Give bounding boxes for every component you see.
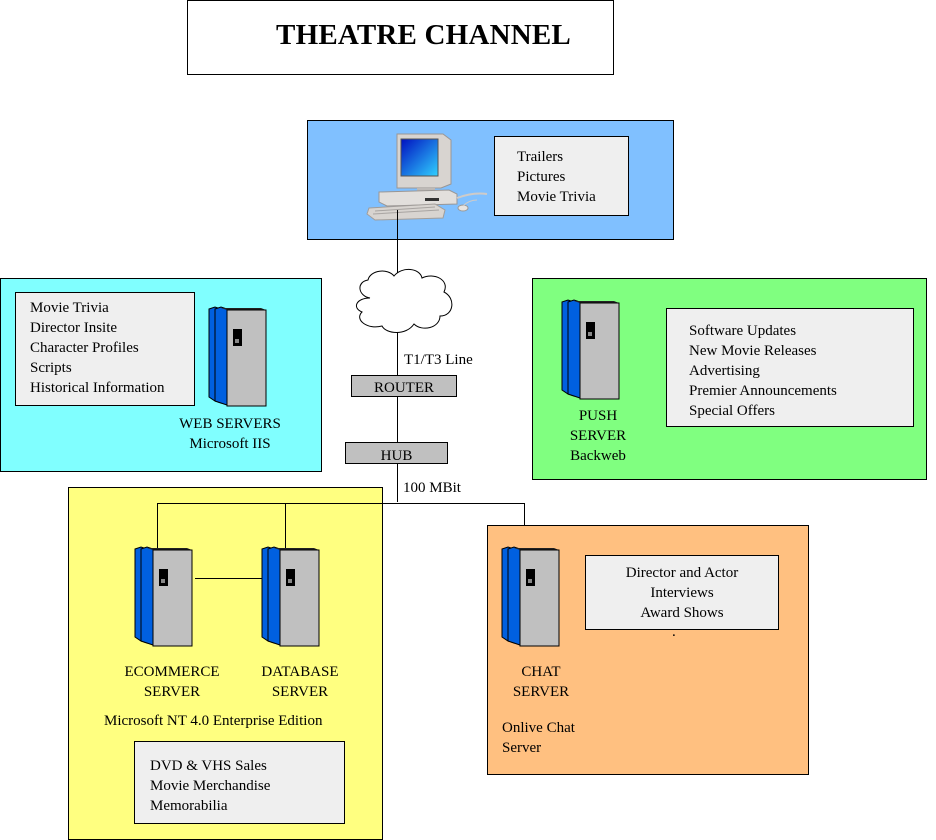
ecommerce-platform-label: Microsoft NT 4.0 Enterprise Edition [104, 713, 323, 729]
database-server-name-line: DATABASE [261, 664, 339, 680]
web-servers-label: WEB SERVERS Microsoft IIS [160, 414, 300, 454]
chat-server-description: Onlive Chat Server [502, 718, 575, 758]
ecommerce-database-link [195, 578, 263, 579]
push-server-name-line: PUSH [578, 408, 618, 424]
ecommerce-content-box: DVD & VHS Sales Movie Merchandise Memora… [134, 741, 345, 824]
web-content-item: Character Profiles [30, 340, 139, 356]
chat-server-tower-icon [501, 546, 560, 647]
diagram-title: THEATRE CHANNEL [276, 19, 571, 51]
ecommerce-server-name-line: SERVER [143, 684, 201, 700]
push-content-item: Software Updates [689, 323, 797, 339]
chat-content-item: Interviews [650, 585, 714, 601]
chat-content-item: Award Shows [640, 605, 724, 621]
chat-content-item: Director and Actor [625, 565, 739, 581]
title-box: THEATRE CHANNEL [187, 0, 614, 75]
ecommerce-server-name-line: ECOMMERCE [124, 664, 220, 680]
ecommerce-content-item: DVD & VHS Sales [150, 758, 267, 774]
push-server-tower-icon [561, 299, 620, 400]
chat-description-line: Server [502, 740, 542, 756]
backbone-line [397, 210, 398, 502]
database-server-tower-icon [261, 546, 320, 647]
chat-footnote-mark: . [672, 624, 676, 640]
database-drop-line [285, 503, 286, 549]
ecommerce-content-item: Movie Merchandise [150, 778, 271, 794]
web-content-item: Scripts [30, 360, 72, 376]
web-content-item: Historical Information [30, 380, 165, 396]
lan-speed-label: 100 MBit [403, 480, 461, 496]
push-content-item: Special Offers [689, 403, 775, 419]
chat-server-label: CHAT SERVER [496, 662, 586, 702]
database-server-name-line: SERVER [271, 684, 329, 700]
client-content-item: Pictures [517, 169, 566, 185]
client-content-item: Trailers [517, 149, 564, 165]
client-content-box: Trailers Pictures Movie Trivia [494, 136, 629, 216]
ecommerce-drop-line [157, 503, 158, 549]
ecommerce-content-item: Memorabilia [150, 798, 228, 814]
internet-cloud-icon [355, 269, 453, 333]
t1-t3-line-label: T1/T3 Line [404, 352, 473, 368]
router-device[interactable]: ROUTER [351, 375, 457, 397]
web-servers-software: Microsoft IIS [189, 436, 271, 452]
desktop-computer-icon [366, 133, 488, 221]
push-content-item: New Movie Releases [689, 343, 817, 359]
web-server-tower-icon [208, 306, 267, 407]
web-content-item: Director Insite [30, 320, 118, 336]
push-server-software: Backweb [570, 448, 626, 464]
push-content-item: Advertising [689, 363, 760, 379]
router-label: ROUTER [374, 380, 434, 396]
lan-bus-line [157, 503, 525, 504]
chat-description-line: Onlive Chat [502, 720, 575, 736]
push-server-name-line: SERVER [569, 428, 627, 444]
hub-device[interactable]: HUB [345, 442, 448, 464]
web-servers-name: WEB SERVERS [179, 416, 281, 432]
hub-label: HUB [380, 448, 413, 464]
web-content-item: Movie Trivia [30, 300, 109, 316]
web-content-box: Movie Trivia Director Insite Character P… [15, 292, 195, 406]
push-content-item: Premier Announcements [689, 383, 837, 399]
push-server-label: PUSH SERVER Backweb [548, 406, 648, 466]
ecommerce-server-tower-icon [134, 546, 193, 647]
chat-server-name-line: SERVER [512, 684, 570, 700]
database-server-label: DATABASE SERVER [240, 662, 360, 702]
push-content-box: Software Updates New Movie Releases Adve… [666, 308, 914, 427]
chat-content-box: Director and Actor Interviews Award Show… [585, 555, 779, 630]
ecommerce-server-label: ECOMMERCE SERVER [108, 662, 236, 702]
client-content-item: Movie Trivia [517, 189, 596, 205]
chat-server-name-line: CHAT [521, 664, 561, 680]
